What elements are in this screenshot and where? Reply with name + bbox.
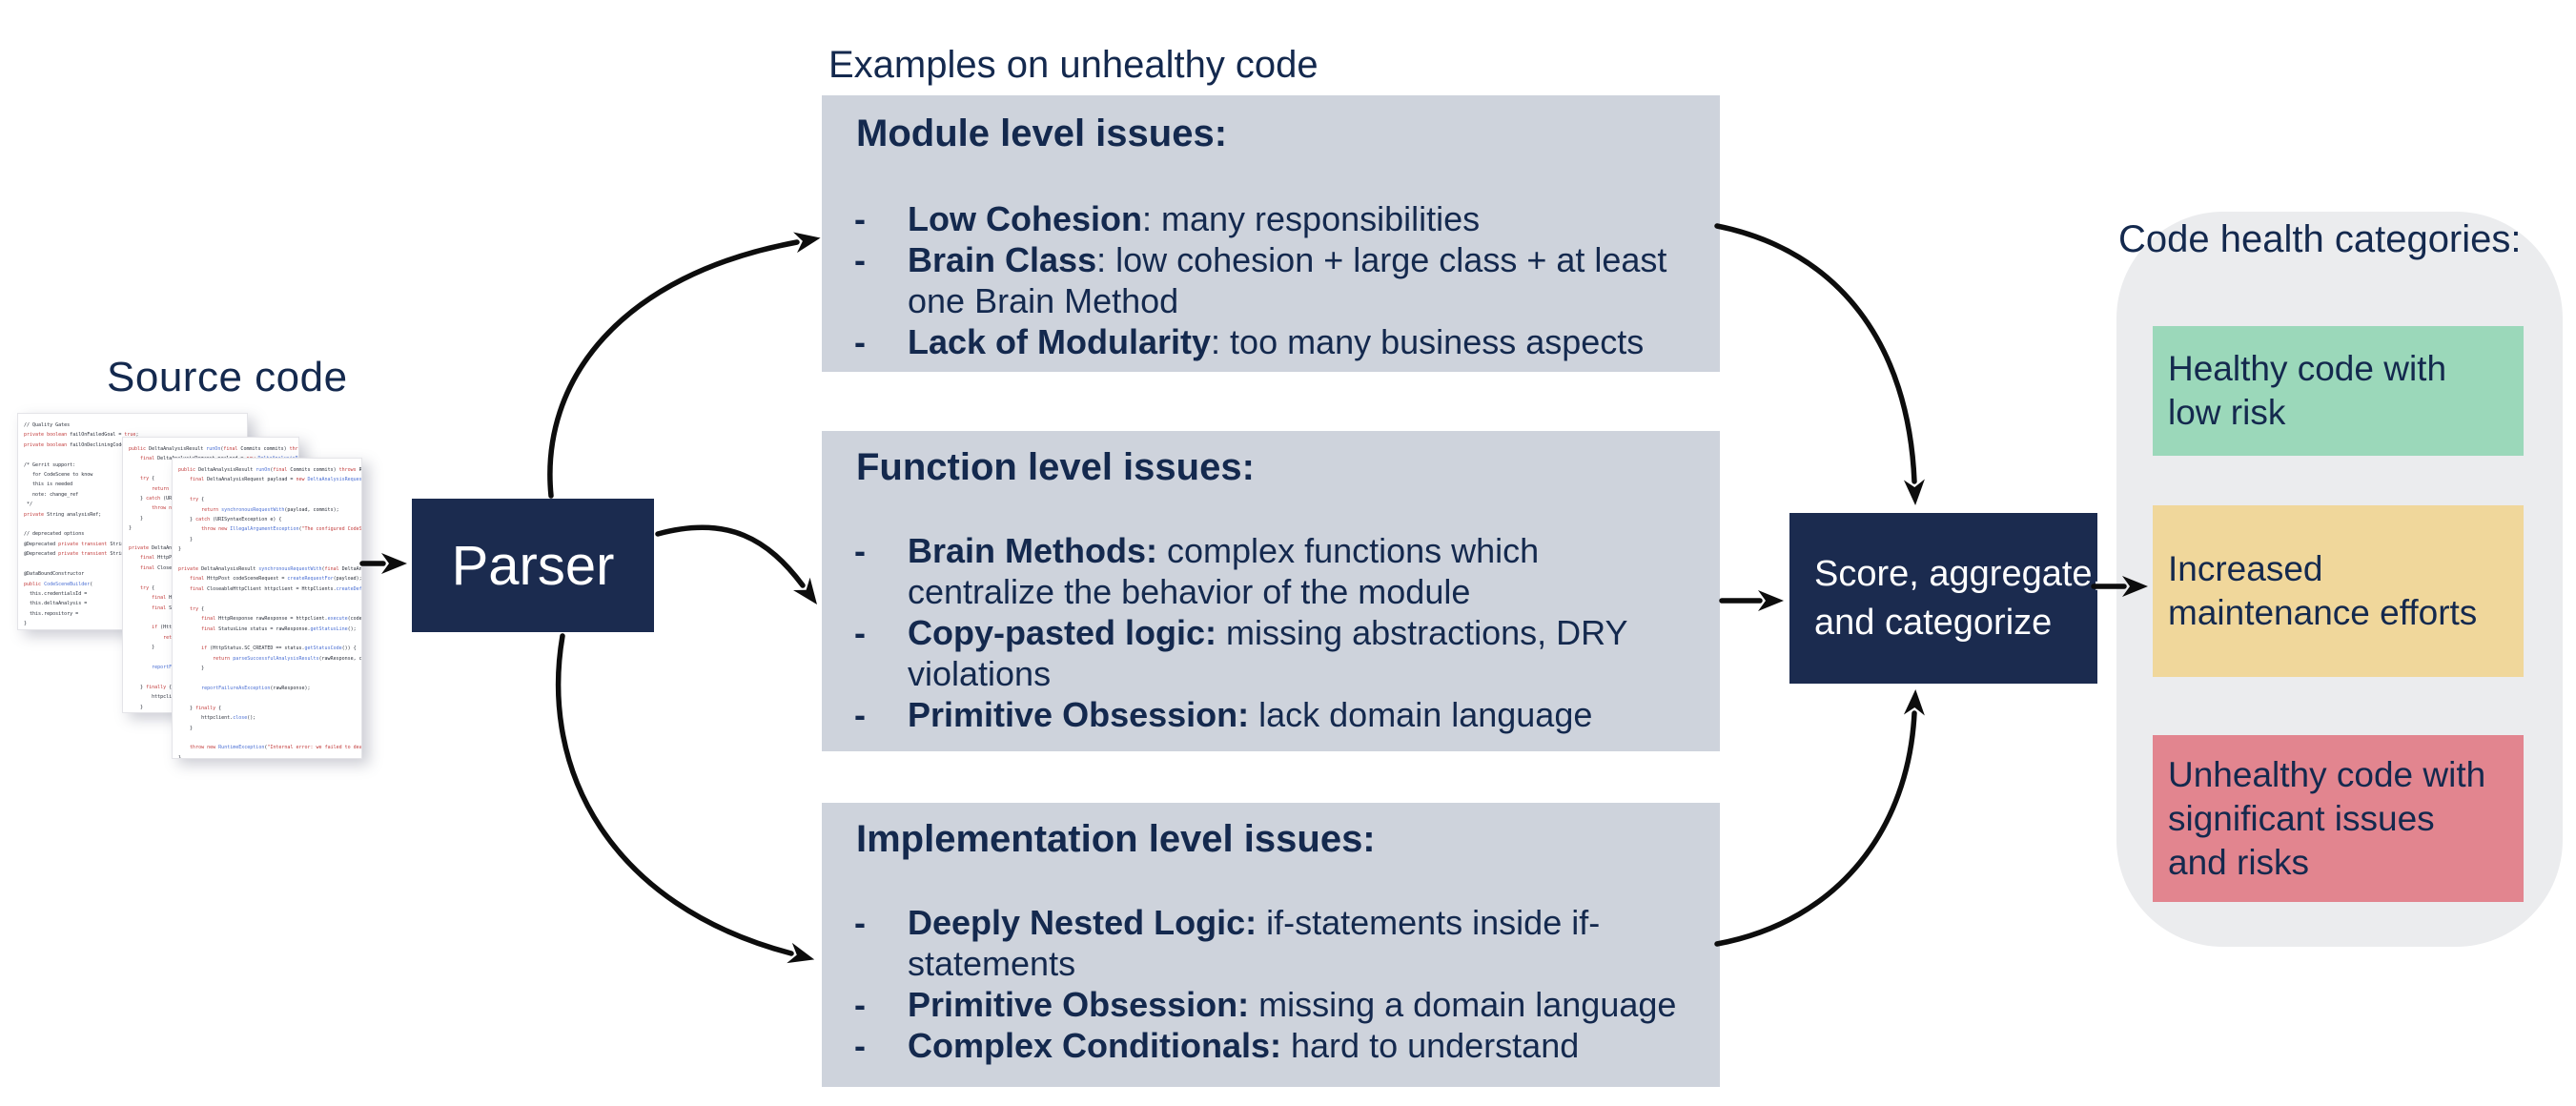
- bullet-dash: -: [854, 199, 866, 238]
- bullet-dash: -: [854, 240, 866, 279]
- list-item: - Primitive Obsession: lack domain langu…: [848, 694, 1720, 735]
- issue-desc-cont: violations: [908, 654, 1052, 693]
- implementation-level-issues-box: Implementation level issues: - Deeply Ne…: [822, 803, 1720, 1087]
- issue-desc: : low cohesion + large class + at least: [1096, 240, 1667, 279]
- bullet-dash: -: [854, 322, 866, 361]
- issue-desc-cont: centralize the behavior of the module: [908, 572, 1471, 611]
- issue-desc-cont: one Brain Method: [908, 281, 1179, 320]
- issue-term: Brain Methods:: [908, 531, 1158, 570]
- category-label-line: Unhealthy code with: [2168, 754, 2486, 794]
- list-item: - Complex Conditionals: hard to understa…: [848, 1025, 1720, 1066]
- category-healthy-low-risk: Healthy code with low risk: [2153, 326, 2524, 456]
- issue-desc: missing a domain language: [1249, 985, 1677, 1024]
- parser-box: Parser: [412, 499, 654, 632]
- issue-box-heading: Module level issues:: [856, 113, 1228, 154]
- list-item: - Brain Methods: complex functions which…: [848, 530, 1720, 612]
- issue-term: Primitive Obsession:: [908, 695, 1250, 734]
- module-level-issues-box: Module level issues: - Low Cohesion: man…: [822, 95, 1720, 372]
- issue-desc-cont: statements: [908, 944, 1076, 983]
- issue-term: Low Cohesion: [908, 199, 1142, 238]
- list-item: - Copy-pasted logic: missing abstraction…: [848, 612, 1720, 694]
- category-label-line: maintenance efforts: [2168, 593, 2478, 632]
- category-label-line: Increased: [2168, 549, 2323, 588]
- category-label-line: significant issues: [2168, 798, 2435, 838]
- issue-term: Copy-pasted logic:: [908, 613, 1217, 652]
- issue-desc: : too many business aspects: [1211, 322, 1645, 361]
- category-label-line: and risks: [2168, 842, 2310, 882]
- bullet-dash: -: [854, 1026, 866, 1065]
- issue-desc: : many responsibilities: [1142, 199, 1481, 238]
- issue-list: - Deeply Nested Logic: if-statements ins…: [848, 902, 1720, 1066]
- code-text: // Quality Gates private boolean failOnF…: [24, 422, 165, 627]
- list-item: - Deeply Nested Logic: if-statements ins…: [848, 902, 1720, 984]
- arrow-implementation-issues-to-score: [1714, 689, 1925, 947]
- issue-term: Complex Conditionals:: [908, 1026, 1282, 1065]
- issue-desc: lack domain language: [1249, 695, 1593, 734]
- category-label-line: low risk: [2168, 393, 2286, 432]
- issue-desc: if-statements inside if-: [1257, 903, 1601, 942]
- list-item: - Primitive Obsession: missing a domain …: [848, 984, 1720, 1025]
- issue-term: Lack of Modularity: [908, 322, 1212, 361]
- issue-list: - Brain Methods: complex functions which…: [848, 530, 1720, 735]
- source-code-label: Source code: [107, 354, 348, 400]
- bullet-dash: -: [854, 613, 866, 652]
- issue-box-heading: Function level issues:: [856, 446, 1255, 488]
- score-aggregate-categorize-box: Score, aggregate, and categorize: [1789, 513, 2103, 684]
- issue-term: Primitive Obsession:: [908, 985, 1250, 1024]
- category-unhealthy-significant-risk: Unhealthy code with significant issues a…: [2153, 735, 2524, 902]
- bullet-dash: -: [854, 695, 866, 734]
- issue-desc: hard to understand: [1281, 1026, 1580, 1065]
- category-label-line: Healthy code with: [2168, 349, 2447, 388]
- issue-desc: missing abstractions, DRY: [1216, 613, 1628, 652]
- bullet-dash: -: [854, 903, 866, 942]
- arrow-parser-to-implementation-issues: [555, 633, 815, 964]
- issue-box-heading: Implementation level issues:: [856, 818, 1376, 860]
- issue-term: Deeply Nested Logic:: [908, 903, 1257, 942]
- issue-desc: complex functions which: [1157, 531, 1540, 570]
- code-page-front: public DeltaAnalysisResult runOn(final C…: [172, 458, 362, 759]
- score-box-line: Score, aggregate,: [1814, 553, 2103, 594]
- arrow-parser-to-module-issues: [547, 232, 821, 499]
- category-increased-maintenance: Increased maintenance efforts: [2153, 505, 2524, 677]
- score-box-line: and categorize: [1814, 602, 2053, 643]
- arrow-parser-to-function-issues: [655, 524, 818, 604]
- bullet-dash: -: [854, 985, 866, 1024]
- code-health-categories-title: Code health categories:: [2118, 218, 2522, 260]
- examples-title: Examples on unhealthy code: [828, 44, 1319, 86]
- list-item: - Low Cohesion: many responsibilities: [848, 198, 1720, 239]
- list-item: - Brain Class: low cohesion + large clas…: [848, 239, 1720, 321]
- function-level-issues-box: Function level issues: - Brain Methods: …: [822, 431, 1720, 751]
- bullet-dash: -: [854, 531, 866, 570]
- arrow-module-issues-to-score: [1714, 223, 1925, 505]
- code-text: public DeltaAnalysisResult runOn(final C…: [178, 467, 362, 759]
- issue-list: - Low Cohesion: many responsibilities - …: [848, 198, 1720, 362]
- list-item: - Lack of Modularity: too many business …: [848, 321, 1720, 362]
- issue-term: Brain Class: [908, 240, 1097, 279]
